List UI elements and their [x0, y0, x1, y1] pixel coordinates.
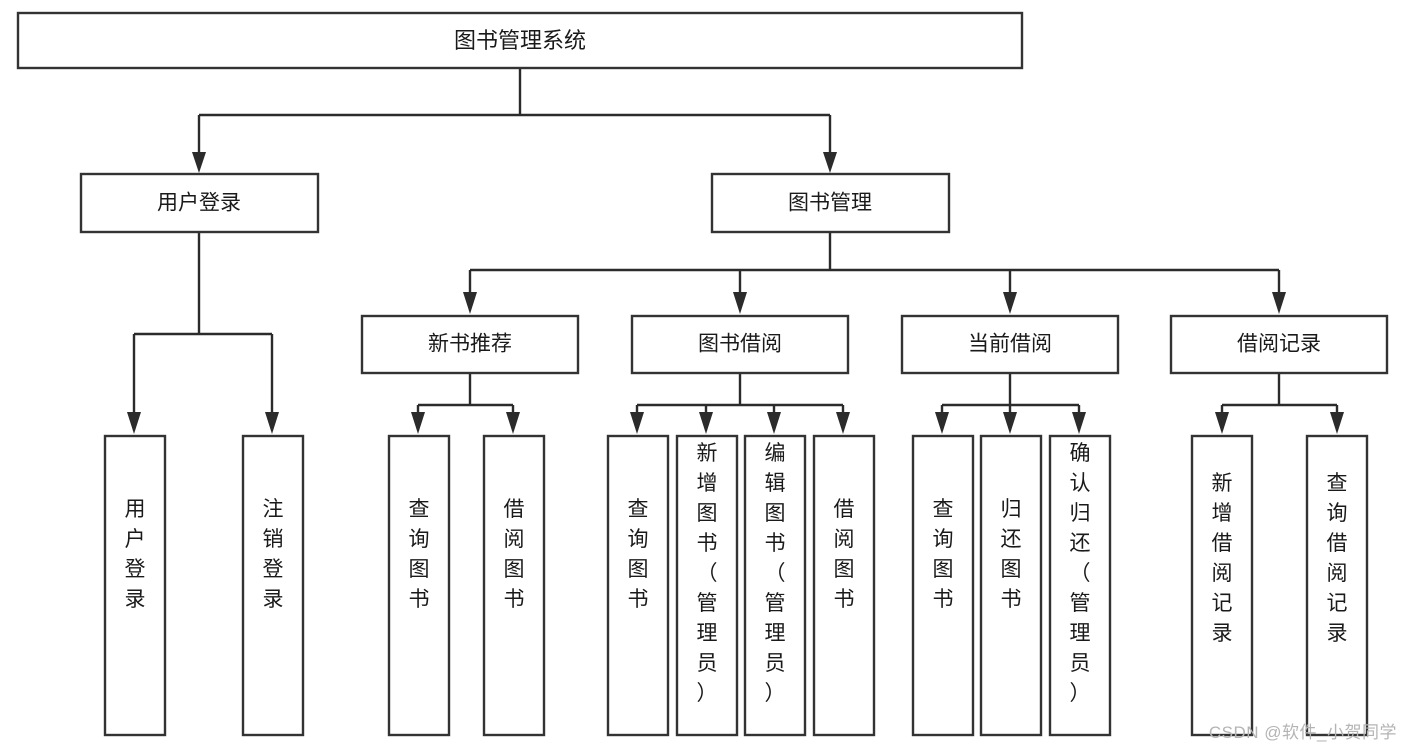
arrow-login-to-leaf2 — [265, 412, 279, 434]
node-leaf7-label: 编辑图书（管理员） — [765, 442, 786, 705]
node-leaf4-label: 借阅图书 — [504, 498, 525, 611]
connector-layer — [127, 68, 1344, 434]
node-leaf4-box[interactable] — [482, 434, 546, 737]
node-leaf11-label: 确认归还（管理员） — [1070, 442, 1091, 705]
arrow-borrow-to-leaf7 — [767, 412, 781, 434]
node-leaf8[interactable]: 借阅图书 — [812, 434, 876, 737]
node-leaf8-label: 借阅图书 — [834, 498, 855, 611]
node-leaf12-box[interactable] — [1190, 434, 1254, 737]
node-leaf1[interactable]: 用户登录 — [103, 434, 167, 737]
node-root-label: 图书管理系统 — [454, 28, 586, 53]
node-leaf9-label: 查询图书 — [933, 498, 954, 611]
arrow-bookmgmt-to-current — [1003, 292, 1017, 314]
node-login[interactable]: 用户登录 — [79, 172, 320, 234]
node-login-label: 用户登录 — [157, 192, 241, 215]
node-leaf6[interactable]: 新增图书（管理员） — [675, 434, 739, 737]
node-leaf10[interactable]: 归还图书 — [979, 434, 1043, 737]
node-leaf2[interactable]: 注销登录 — [241, 434, 305, 737]
node-leaf11[interactable]: 确认归还（管理员） — [1048, 434, 1112, 737]
node-leaf11-box[interactable] — [1048, 434, 1112, 737]
arrow-current-to-leaf10 — [1003, 412, 1017, 434]
node-leaf13-label: 查询借阅记录 — [1327, 472, 1348, 645]
node-leaf2-label: 注销登录 — [263, 498, 284, 611]
node-bookmgmt-box[interactable] — [710, 172, 951, 234]
node-leaf1-label: 用户登录 — [125, 498, 146, 611]
arrow-borrow-to-leaf5 — [630, 412, 644, 434]
arrow-root-to-bookmgmt — [823, 152, 837, 173]
node-leaf3-label: 查询图书 — [409, 498, 430, 611]
node-leaf3-box[interactable] — [387, 434, 451, 737]
arrow-records-to-leaf13 — [1330, 412, 1344, 434]
node-leaf9-box[interactable] — [911, 434, 975, 737]
arrow-newbook-to-leaf4 — [506, 412, 520, 434]
arrow-bookmgmt-to-borrow — [733, 292, 747, 314]
node-records-box[interactable] — [1169, 314, 1389, 375]
node-leaf6-box[interactable] — [675, 434, 739, 737]
node-leaf1-box[interactable] — [103, 434, 167, 737]
node-current[interactable]: 当前借阅 — [900, 314, 1120, 375]
node-leaf13-box[interactable] — [1305, 434, 1369, 737]
node-records-label: 借阅记录 — [1237, 333, 1321, 356]
node-leaf7-box[interactable] — [743, 434, 807, 737]
node-leaf2-box[interactable] — [241, 434, 305, 737]
node-bookmgmt[interactable]: 图书管理 — [710, 172, 951, 234]
node-leaf6-label: 新增图书（管理员） — [697, 442, 718, 705]
node-leaf7[interactable]: 编辑图书（管理员） — [743, 434, 807, 737]
node-leaf5-label: 查询图书 — [628, 498, 649, 611]
arrow-newbook-to-leaf3 — [411, 412, 425, 434]
arrow-borrow-to-leaf6 — [699, 412, 713, 434]
node-leaf5[interactable]: 查询图书 — [606, 434, 670, 737]
arrow-root-to-login — [192, 152, 206, 173]
arrow-records-to-leaf12 — [1215, 412, 1229, 434]
node-login-box[interactable] — [79, 172, 320, 234]
arrow-current-to-leaf11 — [1072, 412, 1086, 434]
node-current-box[interactable] — [900, 314, 1120, 375]
arrow-borrow-to-leaf8 — [836, 412, 850, 434]
arrow-bookmgmt-to-records — [1272, 292, 1286, 314]
node-root[interactable]: 图书管理系统 — [16, 11, 1024, 70]
node-newbook-label: 新书推荐 — [428, 333, 512, 356]
node-leaf9[interactable]: 查询图书 — [911, 434, 975, 737]
node-leaf4[interactable]: 借阅图书 — [482, 434, 546, 737]
arrow-current-to-leaf9 — [935, 412, 949, 434]
node-borrow[interactable]: 图书借阅 — [630, 314, 850, 375]
node-leaf8-box[interactable] — [812, 434, 876, 737]
node-current-label: 当前借阅 — [968, 333, 1052, 356]
node-leaf10-box[interactable] — [979, 434, 1043, 737]
node-leaf10-label: 归还图书 — [1001, 498, 1022, 611]
node-borrow-box[interactable] — [630, 314, 850, 375]
arrow-login-to-leaf1 — [127, 412, 141, 434]
node-leaf5-box[interactable] — [606, 434, 670, 737]
node-leaf13[interactable]: 查询借阅记录 — [1305, 434, 1369, 737]
node-leaf12-label: 新增借阅记录 — [1212, 472, 1233, 645]
node-newbook-box[interactable] — [360, 314, 580, 375]
node-bookmgmt-label: 图书管理 — [788, 192, 872, 215]
node-leaf12[interactable]: 新增借阅记录 — [1190, 434, 1254, 737]
node-root-box[interactable] — [16, 11, 1024, 70]
node-borrow-label: 图书借阅 — [698, 333, 782, 356]
arrow-bookmgmt-to-newbook — [463, 292, 477, 314]
node-newbook[interactable]: 新书推荐 — [360, 314, 580, 375]
node-leaf3[interactable]: 查询图书 — [387, 434, 451, 737]
node-records[interactable]: 借阅记录 — [1169, 314, 1389, 375]
